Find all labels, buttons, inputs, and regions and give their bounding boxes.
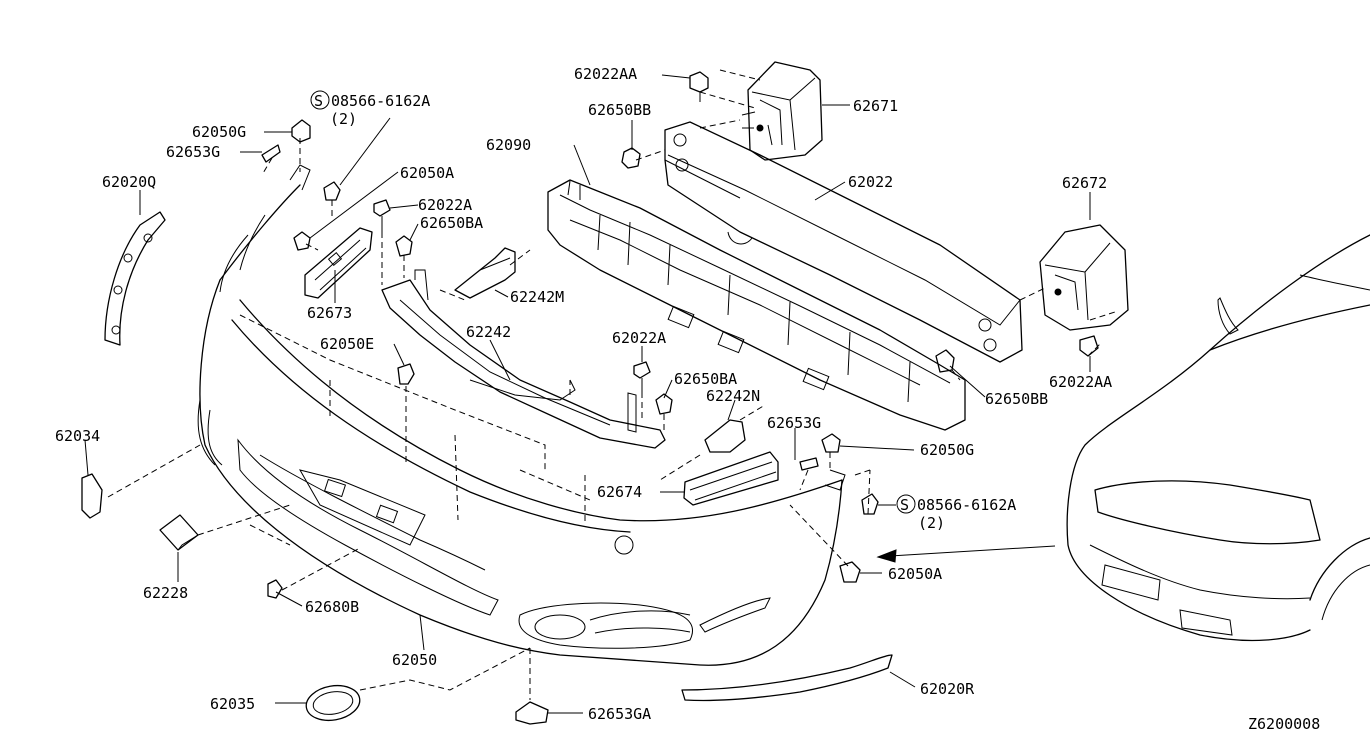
cover-62034[interactable] xyxy=(81,473,103,519)
energy-absorber-62090[interactable] xyxy=(547,179,966,431)
label-62653G-top: 62653G xyxy=(166,143,220,161)
bumper-fascia-62050[interactable] xyxy=(197,164,846,666)
bolt-62022AA-right[interactable] xyxy=(1079,335,1099,357)
label-62090: 62090 xyxy=(486,136,531,154)
clip-62653G-top[interactable] xyxy=(261,144,281,163)
bumper-stay-62672[interactable] xyxy=(1039,208,1129,331)
label-62035: 62035 xyxy=(210,695,255,713)
clip-62680B[interactable] xyxy=(267,579,283,599)
nut-62650BB-top[interactable] xyxy=(621,147,641,169)
label-62680B: 62680B xyxy=(305,598,359,616)
clip-62653G-mid[interactable] xyxy=(799,457,819,471)
label-62242N: 62242N xyxy=(706,387,760,405)
label-62673: 62673 xyxy=(307,304,352,322)
label-62650BB-top: 62650BB xyxy=(588,101,651,119)
label-62050A-top: 62050A xyxy=(400,164,454,182)
retainer-bracket-62242M[interactable] xyxy=(454,247,516,299)
label-62650BA-mid: 62650BA xyxy=(674,370,737,388)
clip-62050E[interactable] xyxy=(397,363,415,385)
molding-62020R[interactable] xyxy=(681,654,893,702)
label-62022A-top: 62022A xyxy=(418,196,472,214)
bolt-62022AA-top[interactable] xyxy=(689,71,709,102)
bolt-62022A-top[interactable] xyxy=(373,199,391,232)
diagram-code: Z6200008 xyxy=(1248,715,1320,733)
label-62020Q: 62020Q xyxy=(102,173,156,191)
svg-text:S: S xyxy=(314,92,323,110)
label-62242M: 62242M xyxy=(510,288,564,306)
clip-62050A-top[interactable] xyxy=(293,231,311,251)
bolt-62022A-mid[interactable] xyxy=(633,361,651,392)
label-62653GA: 62653GA xyxy=(588,705,651,723)
label-08566-6162A-bottom: 08566-6162A xyxy=(917,496,1016,514)
vehicle-reference-view xyxy=(1066,234,1370,642)
label-62020R: 62020R xyxy=(920,680,975,698)
clip-62050A-bottom[interactable] xyxy=(839,561,861,583)
label-62228: 62228 xyxy=(143,584,188,602)
cover-62228[interactable] xyxy=(159,514,199,551)
label-62672: 62672 xyxy=(1062,174,1107,192)
clip-62050G-top[interactable] xyxy=(291,119,311,143)
label-62650BB-right: 62650BB xyxy=(985,390,1048,408)
retainer-bracket-62242N[interactable] xyxy=(704,419,746,453)
screw-08566-bottom[interactable] xyxy=(861,493,879,515)
label-62050G-top: 62050G xyxy=(192,123,246,141)
nut-62650BB-right[interactable] xyxy=(935,349,955,373)
side-bracket-62673[interactable] xyxy=(304,227,373,299)
standard-part-mark-top: S xyxy=(310,90,330,110)
leader-lines xyxy=(84,74,1091,714)
molding-62020Q[interactable] xyxy=(104,211,166,346)
fog-lamp-cover-62035[interactable] xyxy=(303,682,362,725)
label-62022AA-top: 62022AA xyxy=(574,65,637,83)
clip-62050G-mid[interactable] xyxy=(821,433,841,453)
assembly-lines xyxy=(107,69,1116,700)
label-62022A-mid: 62022A xyxy=(612,329,666,347)
label-62034: 62034 xyxy=(55,427,100,445)
label-62050A-bottom: 62050A xyxy=(888,565,942,583)
label-62022: 62022 xyxy=(848,173,893,191)
nut-62650BA-mid[interactable] xyxy=(655,393,673,415)
label-08566-qty-top: (2) xyxy=(330,110,357,128)
label-62671: 62671 xyxy=(853,97,898,115)
svg-text:S: S xyxy=(900,496,909,514)
label-08566-qty-bottom: (2) xyxy=(918,514,945,532)
label-62050: 62050 xyxy=(392,651,437,669)
standard-part-mark-bottom: S xyxy=(896,494,916,514)
part-labels: 62022AA 62671 62650BB 62090 62022 62672 … xyxy=(55,65,1320,733)
view-direction-arrow xyxy=(876,545,1056,563)
label-62050G-mid: 62050G xyxy=(920,441,974,459)
side-bracket-62674[interactable] xyxy=(683,451,779,506)
label-62653G-mid: 62653G xyxy=(767,414,821,432)
bumper-reinforcement-62022[interactable] xyxy=(664,121,1023,363)
label-62674: 62674 xyxy=(597,483,642,501)
upper-retainer-62242[interactable] xyxy=(381,269,666,449)
label-62050E: 62050E xyxy=(320,335,374,353)
label-62242: 62242 xyxy=(466,323,511,341)
pad-62653GA[interactable] xyxy=(515,701,549,725)
label-62650BA-top: 62650BA xyxy=(420,214,483,232)
bumper-stay-62671[interactable] xyxy=(741,61,823,161)
label-08566-6162A-top: 08566-6162A xyxy=(331,92,430,110)
screw-08566-top[interactable] xyxy=(323,181,341,201)
label-62022AA-right: 62022AA xyxy=(1049,373,1112,391)
bracket-strip-left[interactable] xyxy=(627,392,637,433)
nut-62650BA-top[interactable] xyxy=(395,235,413,257)
